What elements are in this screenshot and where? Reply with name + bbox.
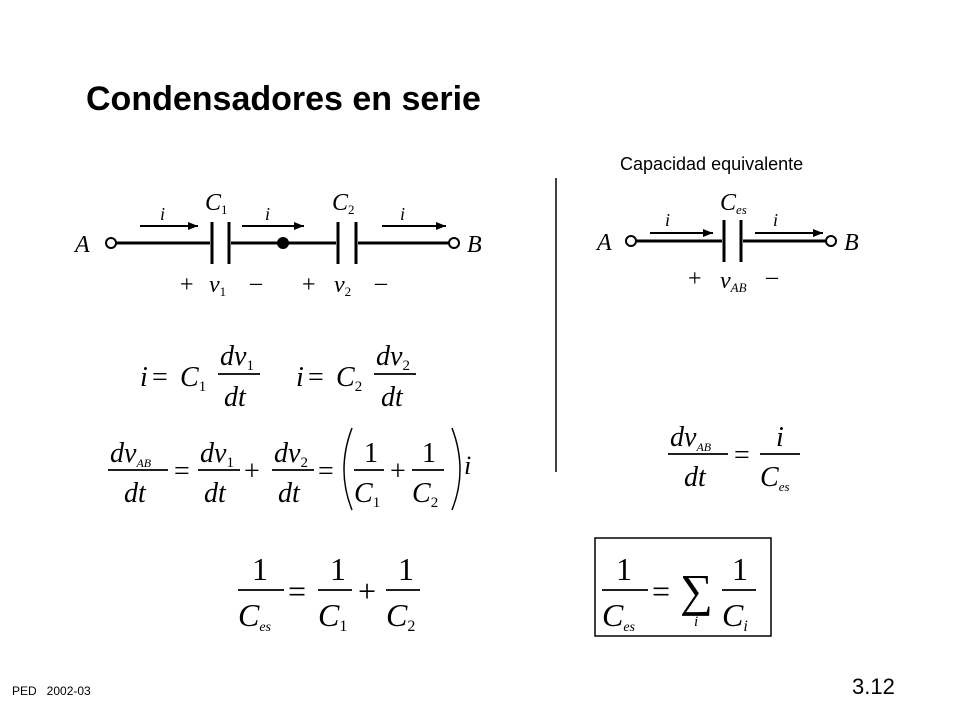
svg-text:+: +: [390, 456, 406, 487]
svg-text:C2: C2: [412, 478, 438, 511]
svg-text:Ci: Ci: [722, 597, 748, 635]
series-circuit: i i i C1 C2 A B + v1 – + v2 –: [73, 190, 482, 299]
svg-text:i: i: [694, 614, 698, 630]
svg-text:+: +: [244, 456, 260, 487]
sigma-symbol: ∑: [680, 565, 713, 616]
eq-current-label-2: i: [773, 210, 778, 230]
svg-text:1: 1: [252, 551, 268, 587]
svg-text:dv2: dv2: [274, 438, 308, 471]
node-b-terminal: [448, 237, 460, 249]
current-label-1: i: [160, 204, 165, 224]
c2-label: C2: [332, 190, 355, 217]
node-a-terminal: [105, 237, 117, 249]
v1-label: v1: [209, 272, 226, 299]
svg-text:1: 1: [422, 438, 436, 469]
svg-text:i: i: [296, 362, 304, 393]
v2-plus: +: [302, 272, 316, 298]
svg-text:=: =: [652, 573, 670, 609]
equivalent-capacitance-label: Capacidad equivalente: [620, 154, 804, 174]
svg-text:1: 1: [732, 551, 748, 587]
eq-node-a-terminal: [625, 235, 637, 247]
eq-current-label-1: i: [665, 210, 670, 230]
svg-text:dt: dt: [684, 462, 707, 493]
svg-text:=: =: [734, 440, 750, 471]
equation-boxed-general-formula: 1 Ces = ∑ i 1 Ci: [594, 537, 772, 637]
svg-text:dt: dt: [278, 478, 301, 509]
svg-text:i: i: [140, 362, 148, 393]
slide-title: Condensadores en serie: [86, 80, 481, 118]
equation-voltage-sum: dvAB dt = dv1 dt + dv2 dt = 1 C1 + 1 C2 …: [108, 427, 471, 511]
v2-minus: –: [374, 270, 388, 296]
junction-node: [277, 237, 289, 249]
eq-node-b-label: B: [844, 230, 859, 256]
v1-plus: +: [180, 272, 194, 298]
svg-text:1: 1: [330, 551, 346, 587]
vab-label: vAB: [720, 268, 747, 295]
page-number: 3.12: [852, 674, 895, 699]
svg-text:=: =: [308, 362, 324, 393]
svg-text:=: =: [152, 362, 168, 393]
equivalent-circuit: i i Ces A B + vAB –: [595, 190, 859, 295]
node-a-label: A: [73, 232, 90, 258]
svg-text:+: +: [358, 573, 376, 609]
svg-text:dt: dt: [381, 382, 404, 413]
svg-text:dvAB: dvAB: [110, 438, 152, 470]
svg-text:Ces: Ces: [602, 597, 636, 635]
svg-text:dv1: dv1: [220, 341, 254, 374]
paren-right: [451, 427, 461, 511]
current-label-3: i: [400, 204, 405, 224]
footer-course-label: PED 2002-03: [12, 684, 91, 698]
svg-text:C1: C1: [318, 597, 347, 635]
ces-label: Ces: [720, 190, 747, 217]
svg-text:C2: C2: [386, 597, 415, 635]
svg-text:dvAB: dvAB: [670, 422, 712, 454]
svg-text:Ces: Ces: [760, 462, 790, 494]
svg-text:C2: C2: [336, 362, 362, 395]
svg-text:C1: C1: [180, 362, 206, 395]
c1-label: C1: [205, 190, 228, 217]
svg-text:dt: dt: [204, 478, 227, 509]
svg-text:1: 1: [364, 438, 378, 469]
formula-box: [594, 537, 772, 637]
node-b-label: B: [467, 232, 482, 258]
svg-text:=: =: [288, 573, 306, 609]
v2-label: v2: [334, 272, 351, 299]
equation-series-formula: 1 Ces = 1 C1 + 1 C2: [238, 551, 420, 635]
eq-node-a-label: A: [595, 230, 612, 256]
v1-minus: –: [249, 270, 263, 296]
svg-text:i: i: [776, 422, 784, 453]
svg-text:C1: C1: [354, 478, 380, 511]
equation-current-relations: i = C1 dv1 dt i = C2 dv2 dt: [140, 341, 416, 413]
svg-text:=: =: [174, 456, 190, 487]
svg-text:i: i: [464, 451, 471, 480]
eq-node-b-terminal: [825, 235, 837, 247]
svg-text:=: =: [318, 456, 334, 487]
equation-equivalent-current: dvAB dt = i Ces: [668, 422, 800, 494]
current-label-2: i: [265, 204, 270, 224]
svg-text:1: 1: [616, 551, 632, 587]
svg-text:Ces: Ces: [238, 597, 272, 635]
svg-text:1: 1: [398, 551, 414, 587]
paren-left: [343, 427, 353, 511]
svg-text:dt: dt: [124, 478, 147, 509]
vab-minus: –: [765, 264, 779, 290]
svg-text:dt: dt: [224, 382, 247, 413]
svg-text:dv1: dv1: [200, 438, 234, 471]
svg-text:dv2: dv2: [376, 341, 410, 374]
vab-plus: +: [688, 266, 702, 292]
